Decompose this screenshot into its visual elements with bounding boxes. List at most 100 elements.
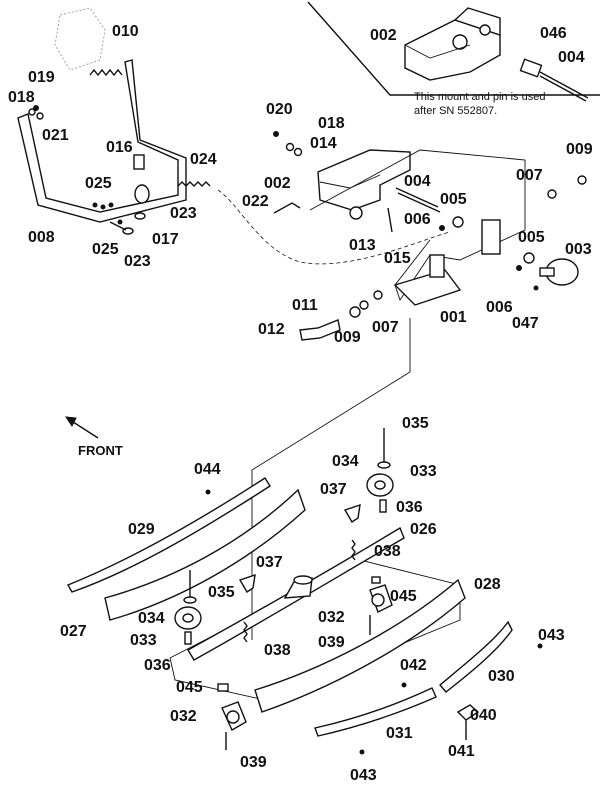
spring-024 [177,181,211,187]
callout-002-main: 002 [264,175,291,192]
callout-007-left: 007 [372,319,399,336]
callout-038-left: 038 [264,642,291,659]
clip-045-left [217,683,229,692]
mount-plate-assembly [273,131,587,341]
callout-045-right: 045 [390,588,417,605]
callout-labels: 002 046 004 010 019 018 021 016 025 024 … [8,23,593,784]
callout-004-main: 004 [404,173,431,190]
callout-027: 027 [60,623,87,640]
lever-037-right [343,503,361,523]
callout-007-right: 007 [516,167,543,184]
washer-018b [285,142,295,152]
washer-007b [373,290,383,300]
callout-019: 019 [28,69,55,86]
callout-018-middle: 018 [318,115,345,132]
callout-031: 031 [386,725,413,742]
inset-pin [519,58,589,102]
lower-deck-assembly [66,428,543,755]
callout-034-right: 034 [332,453,359,470]
callout-011: 011 [292,297,318,314]
front-arrow: FRONT [64,416,123,458]
washer-034-left [183,596,197,604]
callout-035-left: 035 [208,584,235,601]
callout-042: 042 [400,657,427,674]
callout-030: 030 [488,668,515,685]
washer-034-right [377,461,391,469]
callout-006-right: 006 [486,299,513,316]
callout-032-right: 032 [318,609,345,626]
callout-024: 024 [190,151,217,168]
inset-mount-bracket [404,7,501,81]
callout-028: 028 [474,576,501,593]
callout-036-left: 036 [144,657,171,674]
nut-006 [439,225,445,231]
callout-043-right: 043 [538,627,565,644]
spring-038-left [243,621,248,643]
pin-022 [273,202,301,214]
screw-043-left [359,749,365,755]
callout-037-left: 037 [256,554,283,571]
strip-031 [314,687,437,737]
callout-010: 010 [112,23,139,40]
callout-034-left: 034 [138,610,165,627]
clip-045-right [371,576,381,584]
callout-039-right: 039 [318,634,345,651]
callout-046: 046 [540,25,567,42]
latch-040 [456,704,480,721]
bolt-019 [33,105,39,111]
callout-006-top: 006 [404,211,431,228]
spacer-036-left [184,631,192,645]
callout-014: 014 [310,135,337,152]
callout-009-right: 009 [566,141,593,158]
washer-007 [547,189,557,199]
callout-022: 022 [242,193,269,210]
plate-027 [104,488,306,621]
callout-013: 013 [349,237,376,254]
callout-018-left: 018 [8,89,35,106]
plate-028 [254,578,466,713]
nut-021 [36,112,44,120]
spacer-036-right [379,499,387,513]
washer-005b [523,252,535,264]
seat-ghost-outline [54,7,106,71]
plate-001 [393,269,462,306]
callout-020: 020 [266,101,293,118]
callout-045-left: 045 [176,679,203,696]
nut-009 [577,175,587,185]
washer-009 [359,300,369,310]
plate-bracket [481,219,501,255]
callout-044: 044 [194,461,221,478]
knob-stem [539,267,555,277]
callout-041: 041 [448,743,475,760]
callout-040: 040 [470,707,497,724]
screw-043-right [537,643,543,649]
callout-021: 021 [42,127,69,144]
callout-001: 001 [440,309,467,326]
inset-note-line1: This mount and pin is used [414,91,545,103]
inset-border [307,1,600,96]
screw-020 [273,131,279,137]
cable-dash-line [217,189,451,265]
callout-025-top: 025 [85,175,112,192]
nut-013 [349,206,363,220]
callout-003: 003 [565,241,592,258]
front-label: FRONT [78,443,123,458]
callout-038-right: 038 [374,543,401,560]
pin-047 [533,285,539,291]
pin-004 [395,187,439,208]
callout-036-right: 036 [396,499,423,516]
callout-043-left: 043 [350,767,377,784]
callout-037-right: 037 [320,481,347,498]
callout-033-left: 033 [130,632,157,649]
callout-015: 015 [384,250,411,267]
callout-025-bottom: 025 [92,241,119,258]
callout-029: 029 [128,521,155,538]
bushing-016 [133,154,145,170]
frame-008 [17,59,187,223]
nut-006b [516,265,522,271]
spring-010 [89,68,123,77]
washer-018 [28,108,36,116]
callout-023-bottom: 023 [124,253,151,270]
bolt-015 [387,207,393,233]
